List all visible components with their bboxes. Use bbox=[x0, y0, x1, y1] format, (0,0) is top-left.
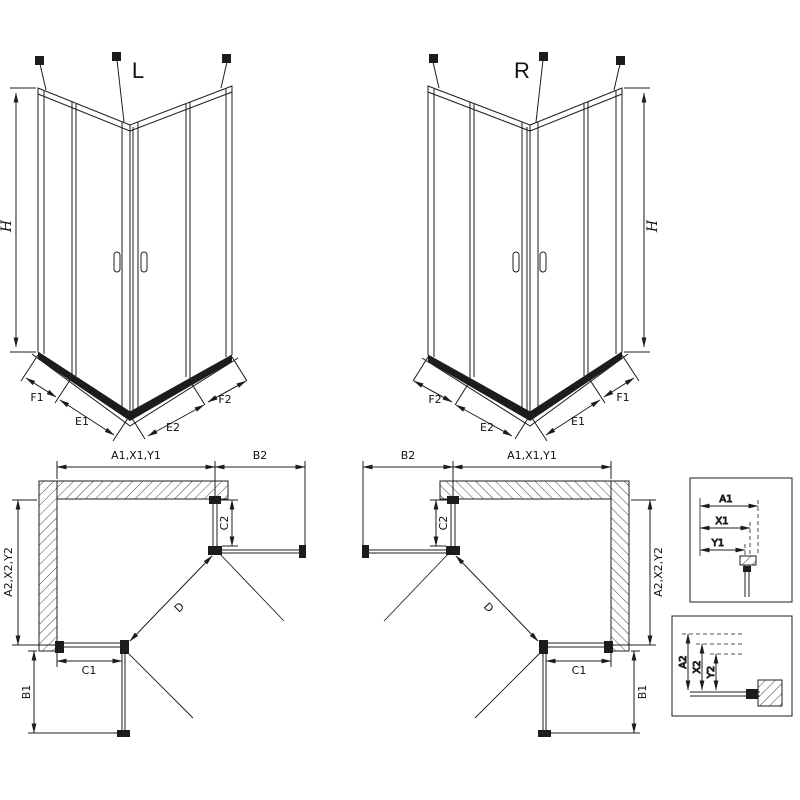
iso-left-geometry bbox=[10, 52, 247, 441]
plan-left-dim-c2: C2 bbox=[218, 516, 231, 531]
iso-left-dim-f2: F2 bbox=[218, 393, 231, 406]
detail-top-dim-x1: X1 bbox=[715, 516, 728, 527]
plan-left-dim-depth: A2,X2,Y2 bbox=[2, 547, 15, 597]
plan-right-dim-b1: B1 bbox=[636, 685, 649, 700]
detail-bottom-dim-a2: A2 bbox=[678, 655, 689, 668]
plan-left-geometry bbox=[12, 461, 306, 737]
iso-left-dim-e2: E2 bbox=[166, 421, 180, 434]
detail-box-top: A1 X1 Y1 bbox=[689, 477, 793, 603]
plan-left-dim-c1: C1 bbox=[82, 664, 97, 677]
plan-right-dim-width: A1,X1,Y1 bbox=[507, 449, 557, 462]
plan-right-dim-d: D bbox=[481, 600, 496, 615]
plan-left-dim-b1: B1 bbox=[20, 685, 33, 700]
iso-right-dim-e2: E2 bbox=[480, 421, 494, 434]
iso-view-left: L H F1 E1 E2 F2 bbox=[0, 52, 247, 441]
plan-right-geometry bbox=[362, 461, 656, 737]
plan-right-dim-b2: B2 bbox=[401, 449, 416, 462]
plan-left-dim-b2: B2 bbox=[253, 449, 268, 462]
detail-top-dim-y1: Y1 bbox=[711, 538, 724, 549]
iso-right-dim-f1: F1 bbox=[616, 391, 629, 404]
iso-right-dim-f2: F2 bbox=[428, 393, 441, 406]
iso-view-right: R H F2 E2 E1 F1 bbox=[413, 52, 661, 441]
plan-right-dim-c2: C2 bbox=[437, 516, 450, 531]
plan-right-dim-depth: A2,X2,Y2 bbox=[652, 547, 665, 597]
iso-left-dim-height: H bbox=[0, 219, 15, 233]
detail-bottom-dim-y2: Y2 bbox=[706, 666, 717, 679]
plan-view-right: B2 A1,X1,Y1 C2 A2,X2,Y2 C1 D B1 bbox=[362, 449, 665, 737]
detail-bottom-dim-x2: X2 bbox=[692, 660, 703, 673]
iso-left-title: L bbox=[132, 58, 144, 83]
plan-right-dim-c1: C1 bbox=[572, 664, 587, 677]
plan-left-dim-width: A1,X1,Y1 bbox=[111, 449, 161, 462]
iso-right-title: R bbox=[514, 58, 530, 83]
iso-right-dim-height: H bbox=[645, 219, 661, 233]
iso-right-geometry bbox=[413, 52, 650, 441]
plan-view-left: A1,X1,Y1 B2 C2 A2,X2,Y2 C1 D B1 bbox=[2, 449, 306, 737]
iso-left-dim-f1: F1 bbox=[30, 391, 43, 404]
iso-right-dim-e1: E1 bbox=[571, 415, 585, 428]
plan-left-dim-d: D bbox=[172, 600, 187, 615]
detail-top-dim-a1: A1 bbox=[719, 494, 732, 505]
iso-left-dim-e1: E1 bbox=[75, 415, 89, 428]
detail-box-bottom: A2 X2 Y2 bbox=[671, 615, 793, 717]
